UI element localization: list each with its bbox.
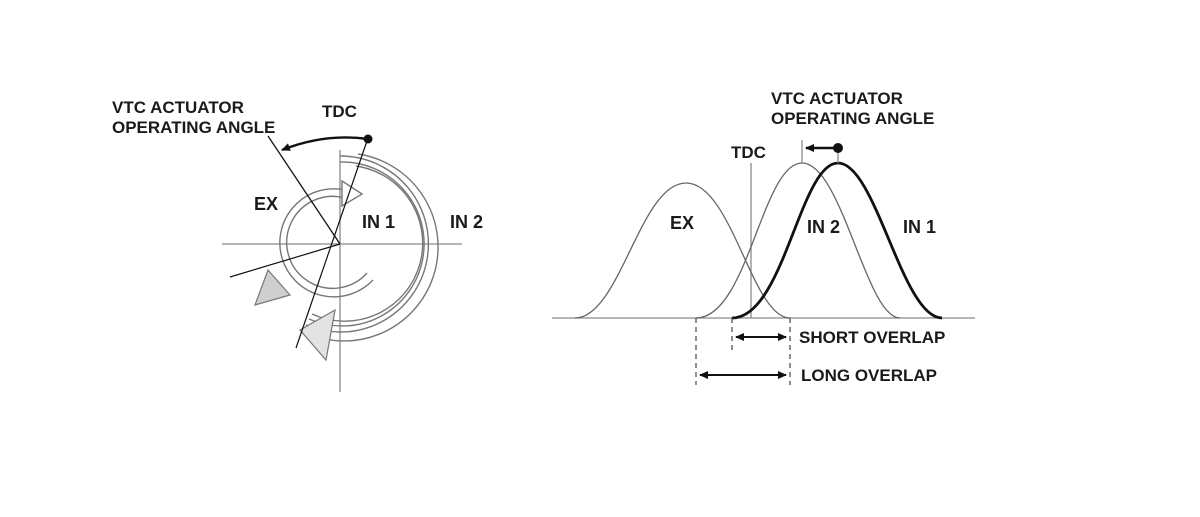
right-valve-lift-diagram: VTC ACTUATOR OPERATING ANGLE TDC EX IN 2…: [552, 89, 975, 385]
in1-timing-band-inner: [311, 165, 424, 322]
right-tdc-label: TDC: [731, 143, 766, 162]
right-in1-label: IN 1: [903, 217, 936, 237]
in1-arrowhead-icon: [299, 308, 336, 362]
left-circular-timing-diagram: VTC ACTUATOR OPERATING ANGLE TDC EX IN 1…: [112, 98, 483, 392]
right-ex-label: EX: [670, 213, 694, 233]
ex-timing-band: [279, 188, 374, 298]
left-actuator-label-line1: VTC ACTUATOR: [112, 98, 244, 117]
in2-timing-band-inner: [308, 161, 425, 327]
ex-timing-band-inner: [286, 195, 368, 290]
right-actuator-dot: [833, 143, 843, 153]
left-in-open-line: [295, 137, 369, 349]
ex-lift-curve: [574, 182, 791, 319]
in2-lift-curve: [695, 162, 901, 319]
right-in2-label: IN 2: [807, 217, 840, 237]
left-tdc-angle-line: [267, 135, 341, 245]
long-overlap-label: LONG OVERLAP: [801, 366, 937, 385]
right-actuator-label-line2: OPERATING ANGLE: [771, 109, 934, 128]
left-actuator-pivot-dot: [363, 134, 373, 144]
left-in2-label: IN 2: [450, 212, 483, 232]
in2-arrowhead-icon: [254, 268, 292, 306]
right-actuator-label-line1: VTC ACTUATOR: [771, 89, 903, 108]
left-ex-label: EX: [254, 194, 278, 214]
left-ex-close-line: [229, 243, 341, 278]
in2-timing-band: [305, 155, 430, 333]
left-actuator-label-line2: OPERATING ANGLE: [112, 118, 275, 137]
in1-lift-curve: [731, 161, 943, 320]
left-tdc-label: TDC: [322, 102, 357, 121]
in1-timing-band: [299, 153, 439, 342]
left-actuator-angle-arrow: [281, 136, 369, 152]
short-overlap-label: SHORT OVERLAP: [799, 328, 945, 347]
left-in1-label: IN 1: [362, 212, 395, 232]
